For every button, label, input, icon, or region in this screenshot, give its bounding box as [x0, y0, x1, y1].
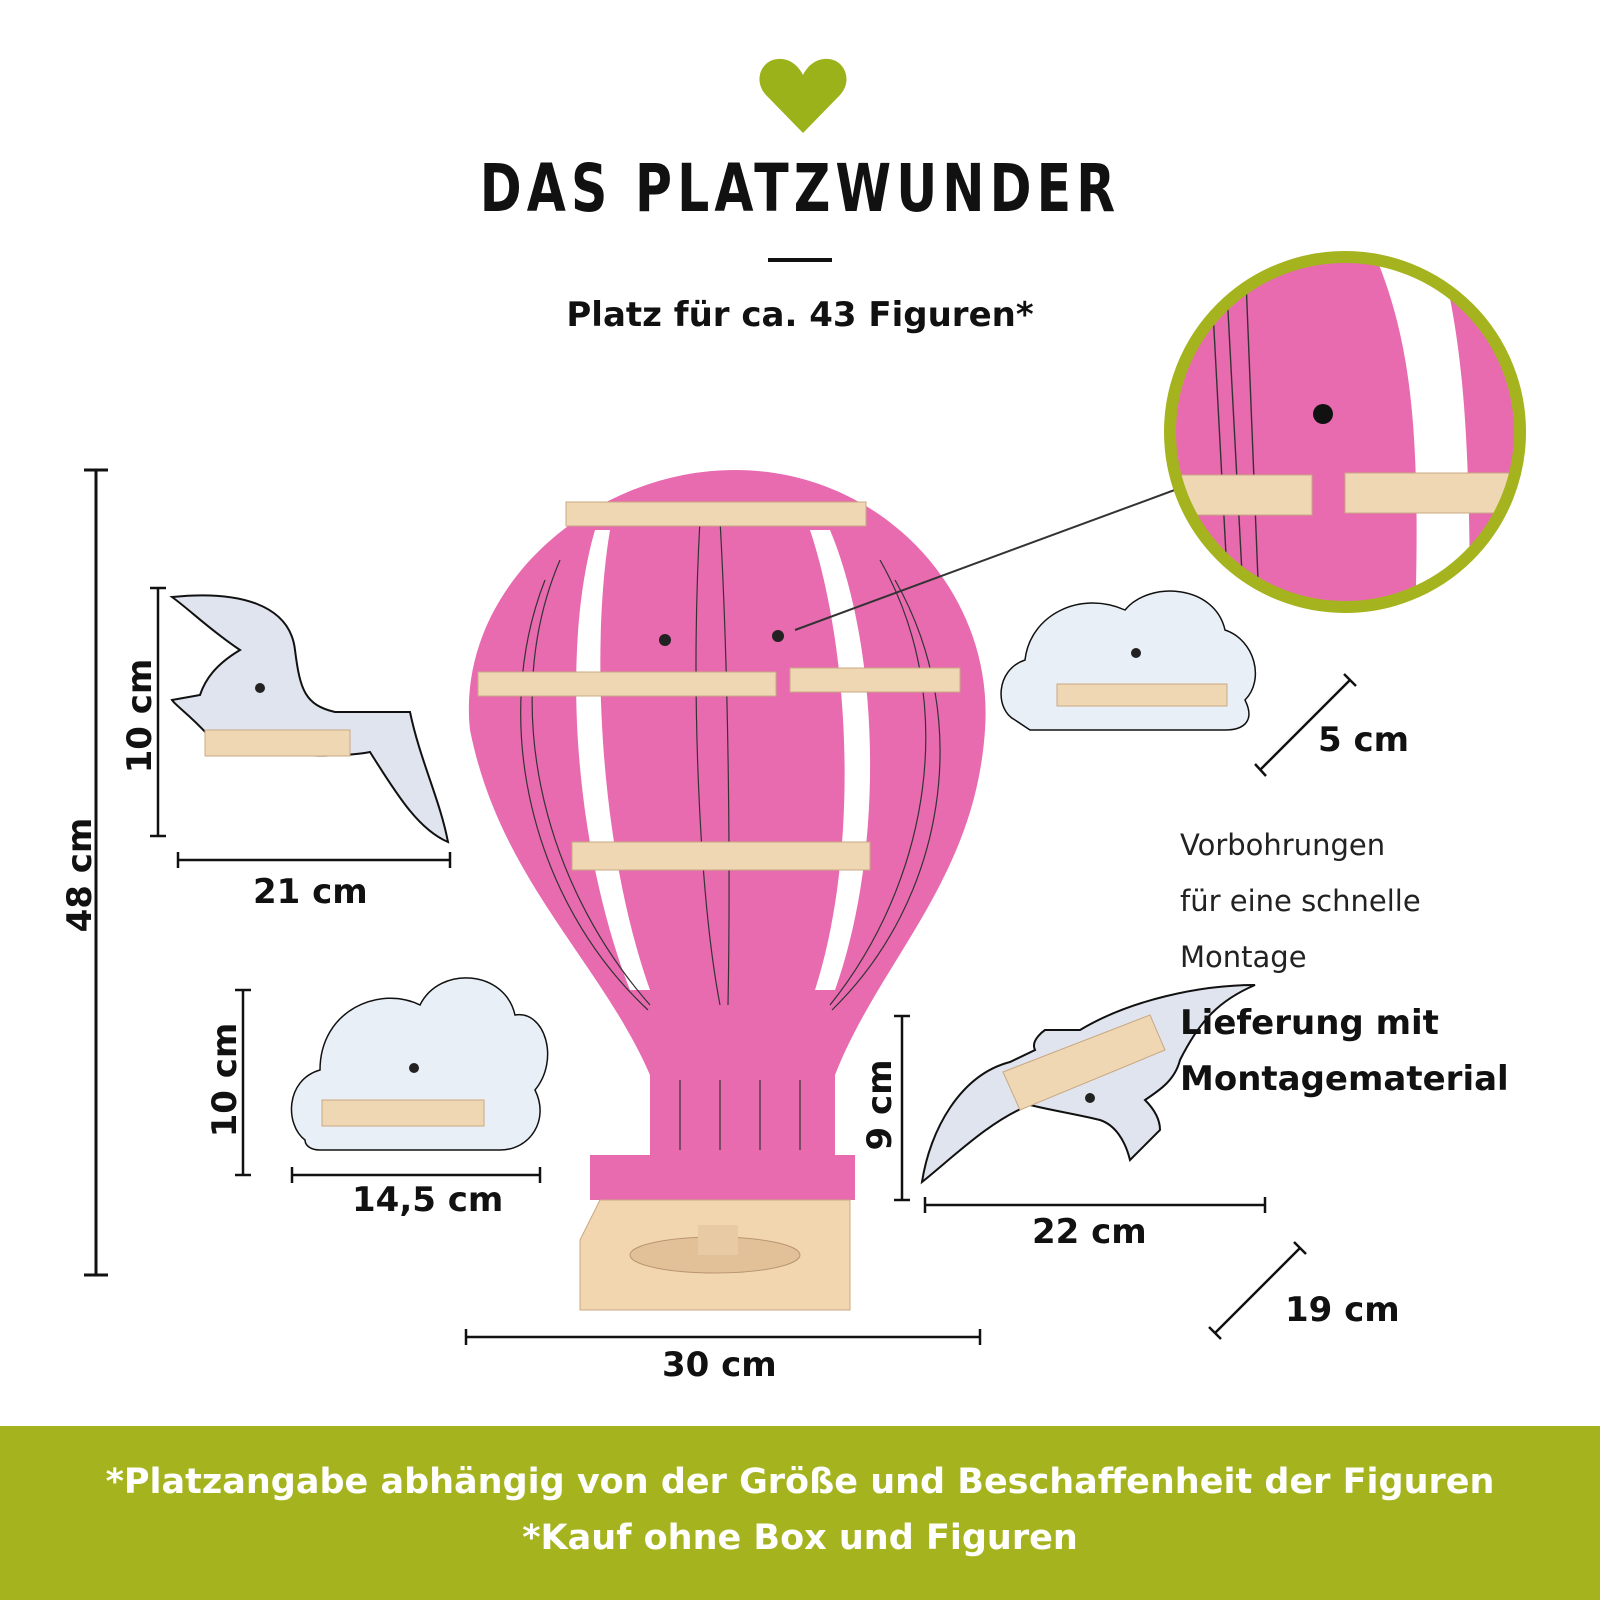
page-title: DAS PLATZWUNDER — [479, 150, 1121, 227]
balloon-shelf — [468, 470, 986, 1311]
subtitle: Platz für ca. 43 Figuren* — [566, 295, 1034, 335]
bird-right-width-label: 22 cm — [1032, 1212, 1147, 1252]
info-bold-line-2: Montagematerial — [1180, 1059, 1509, 1099]
info-bold-line-1: Lieferung mit — [1180, 1003, 1439, 1043]
bird-right-height-label: 9 cm — [860, 1059, 900, 1151]
width-dimension-line — [464, 1329, 982, 1345]
bird-shelf-left — [150, 586, 452, 868]
heart-icon — [759, 58, 847, 133]
footer-banner: *Platzangabe abhängig von der Größe und … — [0, 1426, 1600, 1600]
bird-shelf-right — [894, 984, 1307, 1340]
info-line-1: Vorbohrungen — [1180, 828, 1386, 862]
footer-note-2: *Kauf ohne Box und Figuren — [522, 1518, 1078, 1558]
cloud-left-height-label: 10 cm — [205, 1022, 245, 1138]
balloon-width-label: 30 cm — [662, 1345, 777, 1385]
info-line-2: für eine schnelle — [1180, 884, 1421, 918]
cloud-shelf-left — [235, 977, 549, 1183]
bird-right-depth-label: 19 cm — [1285, 1290, 1400, 1330]
zoom-detail — [794, 251, 1526, 631]
cloud-right-depth-label: 5 cm — [1318, 720, 1410, 760]
bird-left-width-label: 21 cm — [253, 872, 368, 912]
title-divider — [768, 258, 832, 262]
height-dimension-line — [84, 468, 108, 1277]
cloud-left-width-label: 14,5 cm — [352, 1180, 504, 1220]
info-line-3: Montage — [1180, 940, 1307, 974]
bird-left-height-label: 10 cm — [120, 658, 160, 774]
total-height-label: 48 cm — [60, 817, 100, 933]
cloud-shelf-right — [1000, 590, 1357, 777]
footer-note-1: *Platzangabe abhängig von der Größe und … — [105, 1462, 1495, 1502]
